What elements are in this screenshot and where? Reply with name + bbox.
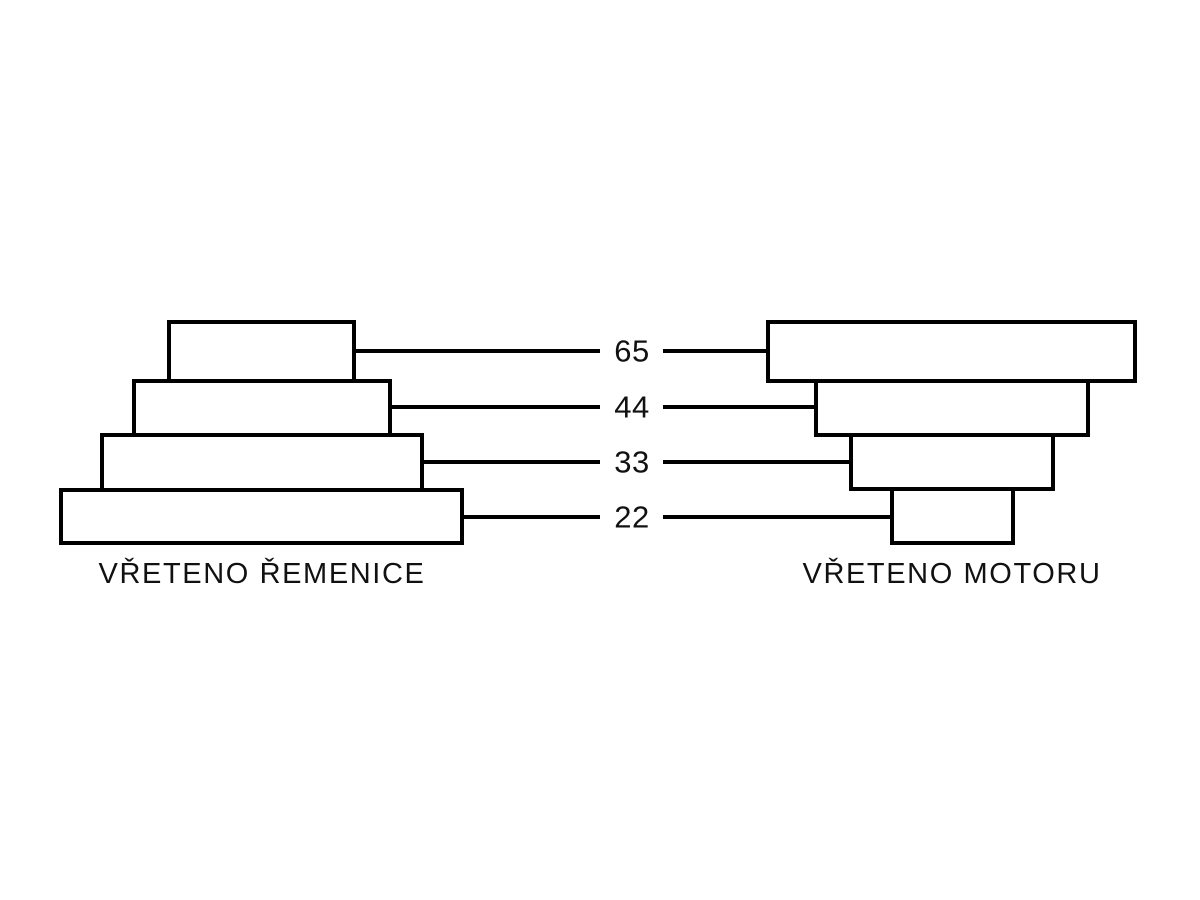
left-step-22 bbox=[59, 488, 464, 545]
left-step-33 bbox=[100, 433, 424, 492]
ratio-labels-group: 65 44 33 22 bbox=[614, 334, 649, 535]
right-step-33 bbox=[849, 433, 1055, 491]
right-step-65 bbox=[766, 320, 1137, 383]
ratio-label-65: 65 bbox=[614, 334, 649, 369]
captions-group: VŘETENO ŘEMENICE VŘETENO MOTORU bbox=[99, 557, 1102, 590]
caption-left-spindle-pulley: VŘETENO ŘEMENICE bbox=[99, 557, 426, 590]
left-step-65 bbox=[167, 320, 356, 383]
left-step-44 bbox=[132, 379, 392, 437]
ratio-label-33: 33 bbox=[614, 445, 649, 480]
caption-right-motor-spindle: VŘETENO MOTORU bbox=[803, 557, 1102, 590]
leader-lines-group bbox=[353, 349, 894, 519]
right-step-44 bbox=[814, 379, 1090, 437]
ratio-label-22: 22 bbox=[614, 500, 649, 535]
right-step-22 bbox=[890, 487, 1015, 545]
right-pulley-group bbox=[766, 320, 1137, 545]
left-pulley-group bbox=[59, 320, 464, 545]
ratio-label-44: 44 bbox=[614, 390, 649, 425]
